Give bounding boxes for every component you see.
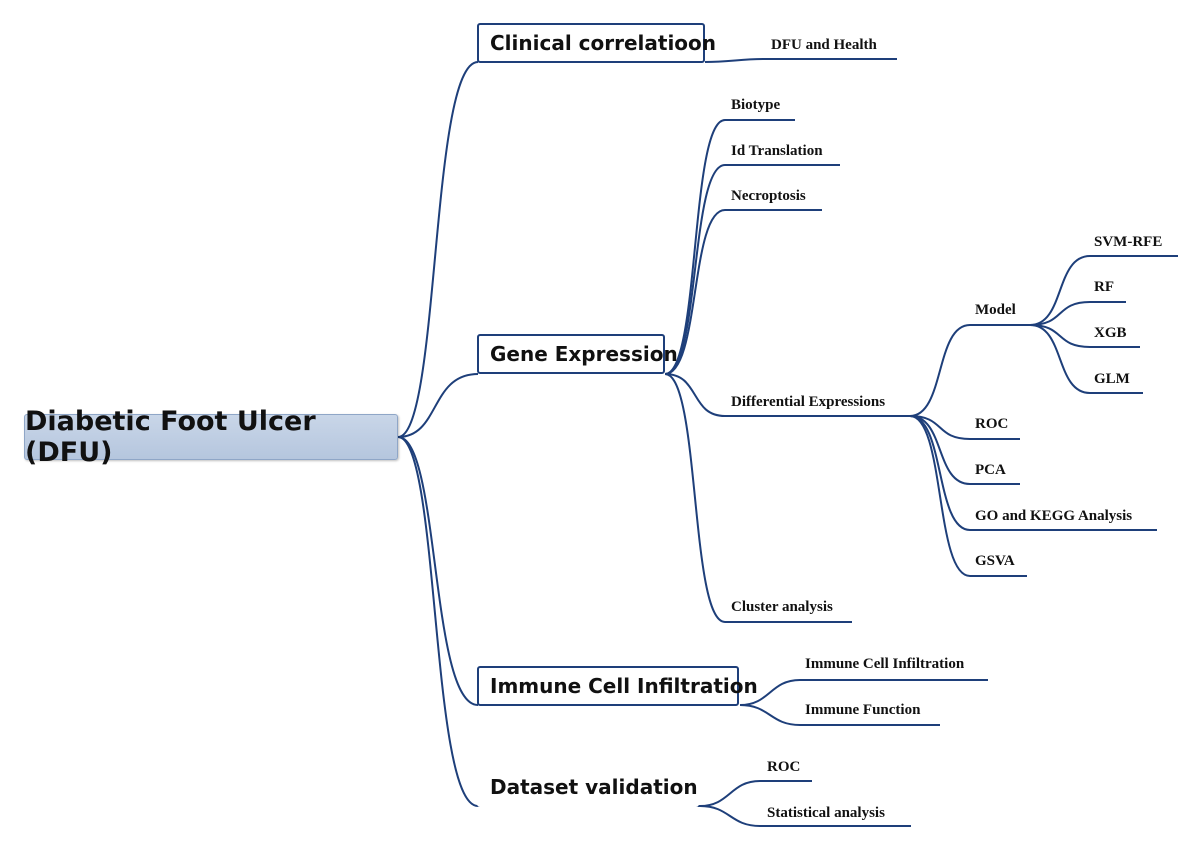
leaf-pca: PCA [975,462,1006,478]
leaf-immune-function: Immune Function [805,702,921,718]
connector-immune-function [739,704,940,726]
connector-immune-infiltration [739,679,988,706]
connector-gene-necroptosis [664,209,822,375]
connector-gene-biotype [664,119,795,375]
connector-root-clinical [397,61,479,438]
connector-model-svm [1029,255,1178,326]
leaf-immune-cell-infiltration: Immune Cell Infiltration [805,656,965,672]
connector-gene-id [664,164,840,375]
connector-root-dataset [397,436,479,807]
leaf-xgb: XGB [1094,325,1127,341]
connector-diff-pca [909,415,1020,485]
leaf-model: Model [975,302,1016,318]
leaf-cluster-analysis: Cluster analysis [731,599,833,615]
connector-diff-gsva [909,415,1027,577]
connector-root-immune [397,436,479,706]
leaf-rf: RF [1094,279,1114,295]
leaf-differential-expressions: Differential Expressions [731,394,885,410]
connector-diff-model [909,324,1030,417]
connector-model-rf [1029,301,1126,326]
leaf-go-kegg: GO and KEGG Analysis [975,508,1132,524]
leaf-roc-dv: ROC [767,759,800,775]
topic-gene-expression[interactable]: Gene Expression [477,334,678,374]
leaf-svm-rfe: SVM-RFE [1094,234,1162,250]
leaf-id-translation: Id Translation [731,143,823,159]
leaf-roc-de: ROC [975,416,1008,432]
topic-immune-cell-infiltration[interactable]: Immune Cell Infiltration [477,666,758,706]
leaf-statistical-analysis: Statistical analysis [767,805,885,821]
connector-model-xgb [1029,324,1140,348]
root-node[interactable]: Diabetic Foot Ulcer (DFU) [24,406,398,468]
leaf-biotype: Biotype [731,97,781,113]
leaf-necroptosis: Necroptosis [731,188,806,204]
leaf-gsva: GSVA [975,553,1015,569]
topic-dataset-validation[interactable]: Dataset validation [477,767,699,807]
topic-clinical-correlation[interactable]: Clinical correlatioon [477,23,716,63]
connector-gene-differential [664,373,910,417]
connector-dataset-roc [699,780,812,807]
leaf-glm: GLM [1094,371,1130,387]
connector-model-glm [1029,324,1143,394]
connector-dataset-stat [699,805,911,827]
connector-diff-roc [909,415,1020,440]
connector-clinical-dfu [704,58,897,63]
connector-root-gene [397,373,479,438]
leaf-dfu-health: DFU and Health [771,37,878,53]
connector-gene-cluster [664,373,852,623]
connector-diff-go [909,415,1157,531]
